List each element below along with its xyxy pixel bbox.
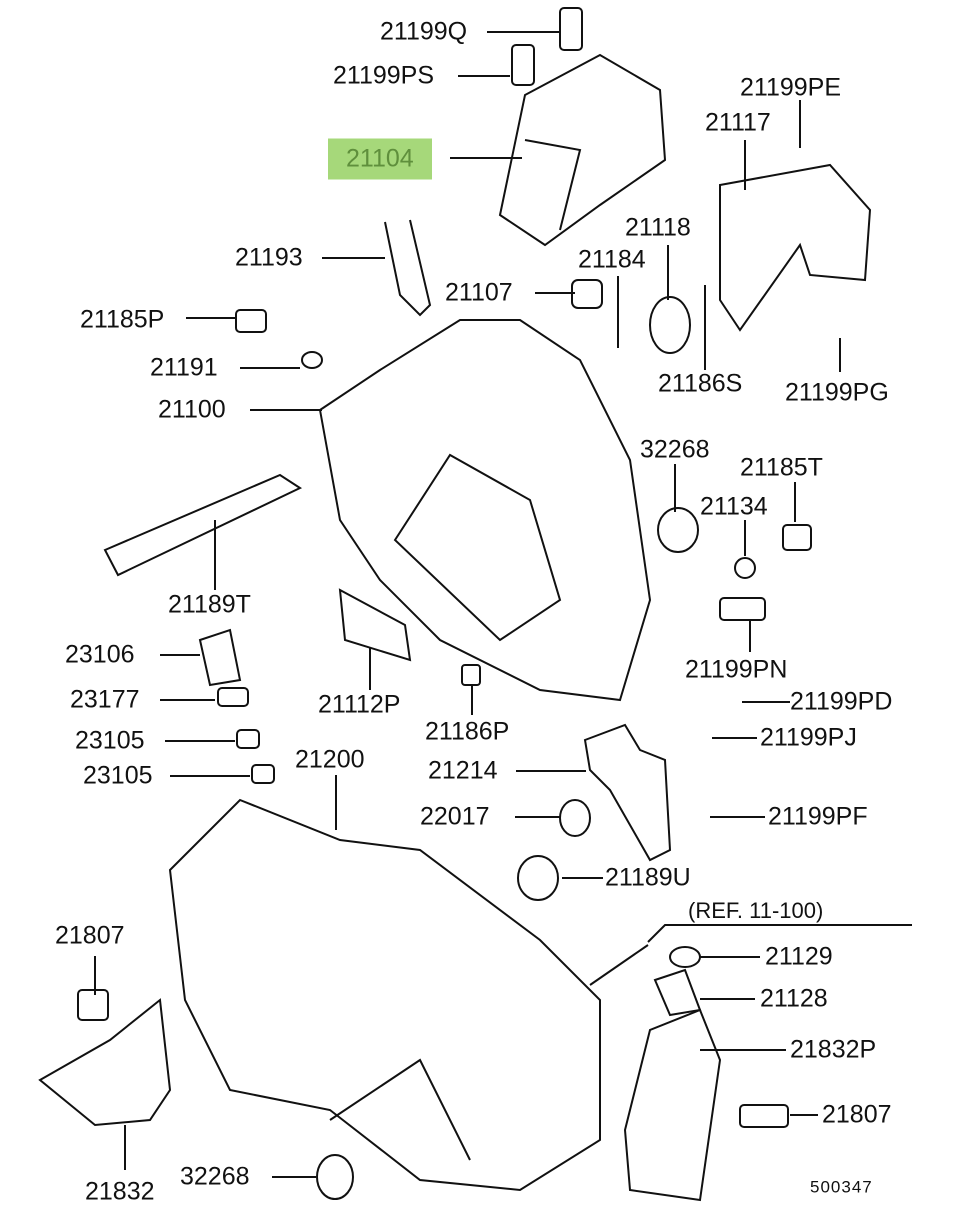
part-label[interactable]: 21199PD (790, 687, 893, 716)
bush-23177 (217, 687, 249, 707)
part-label[interactable]: 21199PJ (760, 723, 857, 752)
part-label[interactable]: 32268 (640, 435, 710, 464)
part-label[interactable]: 21129 (765, 942, 833, 971)
part-label[interactable]: 21100 (158, 395, 226, 424)
part-label[interactable]: 21191 (150, 353, 218, 382)
part-label[interactable]: 22017 (420, 802, 490, 831)
clip-21128 (653, 968, 702, 1017)
part-label[interactable]: 21199PS (333, 61, 435, 90)
part-label[interactable]: 21185T (740, 453, 823, 482)
boot-23106 (198, 628, 242, 687)
plate-21189T (103, 473, 303, 577)
fork-21193 (384, 219, 432, 317)
bush-23105b (251, 764, 275, 784)
part-label[interactable]: 23106 (65, 640, 135, 669)
part-label[interactable]: 21199PN (685, 655, 788, 684)
reference-label[interactable]: (REF. 11-100) (688, 898, 824, 923)
part-label[interactable]: 21189T (168, 590, 251, 619)
bush-23105a (236, 729, 260, 749)
part-label[interactable]: 21112P (318, 690, 401, 719)
part-label[interactable]: 21189U (605, 863, 691, 892)
bracket-21104 (498, 53, 667, 247)
ring-21134 (734, 557, 756, 579)
cap-21189U (517, 855, 559, 901)
part-label[interactable]: 21117 (705, 108, 771, 137)
plate-21112P (338, 588, 412, 662)
part-label[interactable]: 21199PE (740, 73, 842, 102)
seal-21118 (649, 296, 691, 354)
cover-21832P (623, 1008, 722, 1202)
part-label[interactable]: 21200 (295, 745, 365, 774)
ring-21191 (301, 351, 323, 369)
case-21100 (318, 319, 652, 702)
bolt-21199PN (719, 597, 766, 621)
part-label[interactable]: 21807 (55, 921, 125, 950)
part-label-highlighted[interactable]: 21104 (328, 138, 432, 180)
spring-ref-11-100 (589, 944, 649, 986)
bolt-21807-left (77, 989, 109, 1021)
seal-32268-lower (316, 1154, 354, 1200)
plug-21185T (782, 524, 812, 551)
case-21200 (168, 798, 601, 1192)
part-label[interactable]: 23105 (75, 726, 145, 755)
bracket-21214 (583, 723, 672, 862)
part-label[interactable]: 21184 (578, 245, 646, 274)
plug-21107 (571, 279, 603, 309)
cap-21129 (669, 946, 701, 968)
part-label[interactable]: 21199Q (380, 17, 468, 46)
bolt-21807-right (739, 1104, 789, 1128)
part-outlines (38, 7, 872, 1202)
part-label[interactable]: 21214 (428, 756, 498, 785)
part-label[interactable]: 21199PF (768, 802, 868, 831)
part-label[interactable]: 21118 (625, 213, 691, 242)
part-label[interactable]: 32268 (180, 1162, 250, 1191)
part-label[interactable]: 23177 (70, 685, 140, 714)
diagram-id: 500347 (810, 1177, 873, 1197)
part-label[interactable]: 21199PG (785, 378, 889, 407)
part-label[interactable]: 21128 (760, 984, 828, 1013)
part-label[interactable]: 21186P (425, 717, 510, 746)
part-label[interactable]: 21832P (790, 1035, 877, 1064)
cover-21832 (38, 998, 172, 1127)
part-label[interactable]: 21807 (822, 1100, 892, 1129)
part-label[interactable]: 21185P (80, 305, 165, 334)
part-label[interactable]: 21107 (445, 278, 513, 307)
part-label[interactable]: 21832 (85, 1177, 155, 1206)
bolt-21199Q (559, 7, 583, 51)
seal-22017 (559, 799, 591, 837)
part-label[interactable]: 21193 (235, 243, 303, 272)
cover-21117 (719, 163, 872, 332)
part-label[interactable]: 21134 (700, 492, 768, 521)
plug-21185P (235, 309, 267, 333)
seal-32268-upper (657, 507, 699, 553)
pin-21186P (461, 664, 481, 686)
part-label[interactable]: 21186S (658, 369, 743, 398)
bolt-21199PS (511, 44, 535, 86)
part-label[interactable]: 23105 (83, 761, 153, 790)
leader-lines (94, 31, 912, 1178)
